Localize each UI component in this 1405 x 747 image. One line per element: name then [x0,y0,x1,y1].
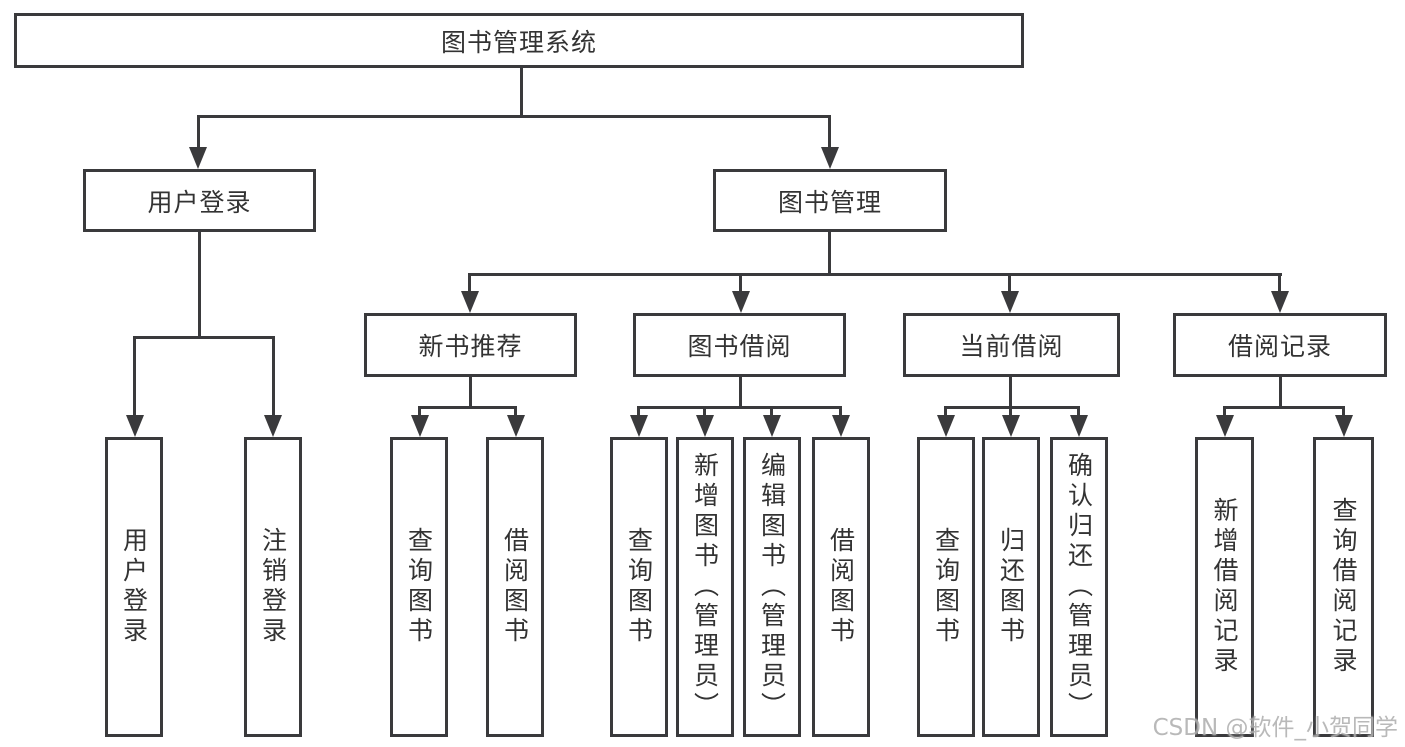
connector-line-h [945,406,1080,409]
node-query-books-borrow: 查询图书 [610,437,668,737]
node-user-login: 用户登录 [83,169,316,232]
connector-line-v [469,377,472,406]
connector-line-v [272,336,275,415]
node-add-books-admin-label: 新增图书（管理员） [690,452,720,722]
node-query-books-recommend-label: 查询图书 [404,527,434,647]
connector-line-v [1278,273,1281,291]
connector-line-h [419,406,517,409]
connector-line-h [638,406,842,409]
node-query-books-recommend: 查询图书 [390,437,448,737]
node-logout-action: 注销登录 [244,437,302,737]
connector-line-v [739,273,742,291]
connector-line-v [739,377,742,406]
node-borrow-books-action-label: 借阅图书 [826,527,856,647]
connector-line-v [468,273,471,291]
node-edit-books-admin-label: 编辑图书（管理员） [757,452,787,722]
node-query-books-current-label: 查询图书 [931,527,961,647]
node-library-system-label: 图书管理系统 [440,27,597,57]
connector-line-h [133,336,274,339]
node-user-login-label: 用户登录 [147,187,252,217]
arrowhead-down [832,415,850,437]
arrowhead-down [763,415,781,437]
node-confirm-return-admin-label: 确认归还（管理员） [1064,452,1094,722]
node-edit-books-admin: 编辑图书（管理员） [743,437,801,737]
arrowhead-down [189,147,207,169]
arrowhead-down [1335,415,1353,437]
node-query-books-current: 查询图书 [917,437,975,737]
connector-line-v [1342,406,1345,415]
arrowhead-down [1001,291,1019,313]
node-new-book-recommend-label: 新书推荐 [418,332,523,361]
arrowhead-down [411,415,429,437]
arrowhead-down [1070,415,1088,437]
node-book-borrow: 图书借阅 [633,313,846,377]
connector-line-h [197,115,831,118]
node-borrow-books-action: 借阅图书 [812,437,870,737]
arrowhead-down [821,147,839,169]
connector-line-v [828,115,831,147]
node-book-borrow-label: 图书借阅 [687,332,792,361]
node-borrow-records: 借阅记录 [1173,313,1387,377]
arrowhead-down [1002,415,1020,437]
connector-line-h [469,273,1282,276]
arrowhead-down [696,415,714,437]
arrowhead-down [126,415,144,437]
connector-line-v [1008,273,1011,291]
connector-line-v [1223,406,1226,415]
node-return-books: 归还图书 [982,437,1040,737]
node-borrow-books-recommend: 借阅图书 [486,437,544,737]
connector-line-v [944,406,947,415]
connector-line-v [703,406,706,415]
connector-line-v [770,406,773,415]
node-borrow-records-label: 借阅记录 [1227,332,1332,361]
connector-line-h [1224,406,1344,409]
connector-line-v [839,406,842,415]
connector-line-v [514,406,517,415]
node-library-system: 图书管理系统 [14,13,1024,68]
connector-line-v [1009,377,1012,406]
node-confirm-return-admin: 确认归还（管理员） [1050,437,1108,737]
node-user-login-action: 用户登录 [105,437,163,737]
arrowhead-down [461,291,479,313]
connector-line-v [418,406,421,415]
node-book-management-label: 图书管理 [777,187,882,217]
connector-line-v [828,232,831,273]
connector-line-v [1279,377,1282,406]
arrowhead-down [937,415,955,437]
connector-line-v [520,68,523,115]
node-add-borrow-record-label: 新增借阅记录 [1210,497,1239,677]
connector-line-v [637,406,640,415]
node-query-books-borrow-label: 查询图书 [624,527,654,647]
connector-line-v [1009,406,1012,415]
node-query-borrow-record: 查询借阅记录 [1313,437,1374,737]
node-add-books-admin: 新增图书（管理员） [676,437,734,737]
node-current-borrow: 当前借阅 [903,313,1120,377]
arrowhead-down [507,415,525,437]
node-query-borrow-record-label: 查询借阅记录 [1329,497,1358,677]
arrowhead-down [630,415,648,437]
csdn-watermark: CSDN @软件_小贺同学 [1152,715,1398,741]
arrowhead-down [1216,415,1234,437]
arrowhead-down [264,415,282,437]
node-logout-action-label: 注销登录 [258,527,288,647]
arrowhead-down [732,291,750,313]
connector-line-v [198,232,201,336]
node-new-book-recommend: 新书推荐 [364,313,577,377]
node-borrow-books-recommend-label: 借阅图书 [500,527,530,647]
node-current-borrow-label: 当前借阅 [959,332,1064,361]
connector-line-v [133,336,136,415]
connector-line-v [197,115,200,147]
node-user-login-action-label: 用户登录 [119,527,149,647]
arrowhead-down [1271,291,1289,313]
node-book-management: 图书管理 [713,169,947,232]
node-return-books-label: 归还图书 [996,527,1026,647]
connector-line-v [1077,406,1080,415]
node-add-borrow-record: 新增借阅记录 [1195,437,1254,737]
